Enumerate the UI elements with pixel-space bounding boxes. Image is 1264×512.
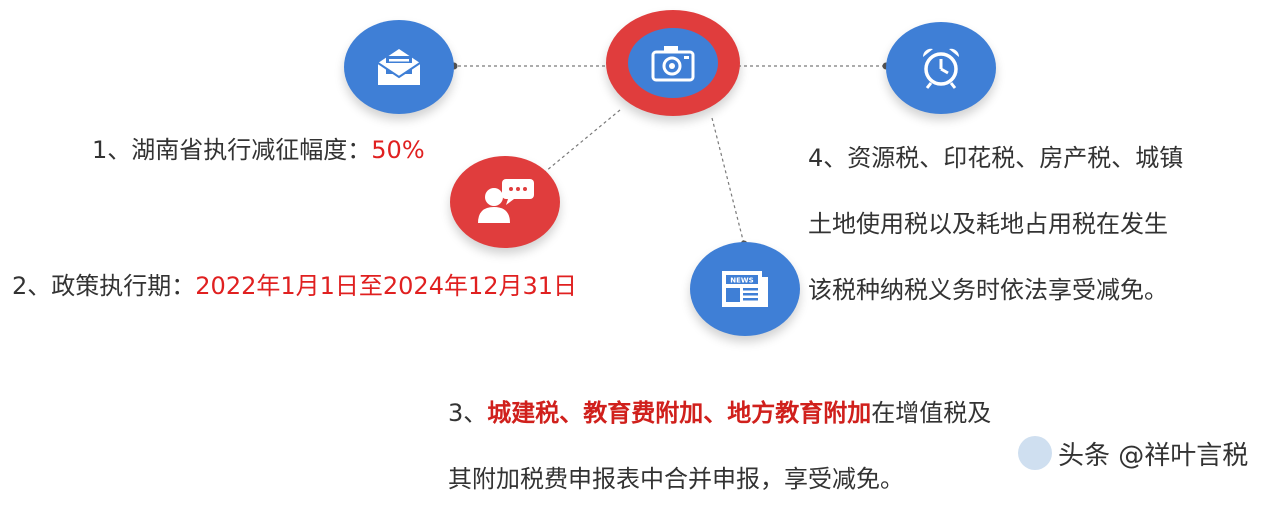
envelope-icon xyxy=(377,49,421,85)
item-3-highlight: 城建税、教育费附加、地方教育附加 xyxy=(487,399,872,427)
camera-icon xyxy=(651,46,695,82)
item-4-text: 4、资源税、印花税、房产税、城镇 土地使用税以及耗地占用税在发生 该税种纳税义务… xyxy=(808,125,1183,323)
alarm-clock-icon xyxy=(922,48,960,89)
item-2-value: 2022年1月1日至2024年12月31日 xyxy=(195,272,578,300)
center-node xyxy=(606,10,740,116)
item-3-line-2: 其附加税费申报表中合并申报，享受减免。 xyxy=(448,465,904,493)
svg-text:NEWS: NEWS xyxy=(730,277,753,285)
diagram: NEWS 1、湖南省执行减征幅度：50% 2、政策执行期：2022年1月1日至2… xyxy=(12,10,1264,493)
watermark-text: 头条 @祥叶言税 xyxy=(1058,440,1249,471)
envelope-node xyxy=(344,20,454,114)
watermark-logo-icon xyxy=(1018,436,1052,470)
chat-node xyxy=(450,156,560,248)
item-4-line-3: 该税种纳税义务时依法享受减免。 xyxy=(808,276,1168,304)
clock-node xyxy=(886,22,996,114)
item-3-text: 3、城建税、教育费附加、地方教育附加在增值税及 其附加税费申报表中合并申报，享受… xyxy=(448,380,991,512)
item-1-text: 1、湖南省执行减征幅度：50% xyxy=(92,130,425,165)
item-3-prefix: 3、 xyxy=(448,399,488,427)
chat-person-icon xyxy=(478,179,534,223)
item-3-rest: 在增值税及 xyxy=(871,399,992,427)
connector-news xyxy=(711,117,745,245)
center-inner-circle xyxy=(628,28,718,98)
newspaper-icon: NEWS xyxy=(722,271,768,307)
item-1-value: 50% xyxy=(371,136,425,164)
item-3-line-1: 3、城建税、教育费附加、地方教育附加在增值税及 xyxy=(448,380,991,446)
item-1-label: 1、湖南省执行减征幅度： xyxy=(92,136,372,164)
item-4-line-2: 土地使用税以及耗地占用税在发生 xyxy=(808,210,1168,238)
item-4-line-1: 4、资源税、印花税、房产税、城镇 xyxy=(808,144,1184,172)
item-2-text: 2、政策执行期：2022年1月1日至2024年12月31日 xyxy=(12,266,577,301)
item-2-label: 2、政策执行期： xyxy=(12,272,196,300)
watermark: 头条 @祥叶言税 xyxy=(1018,428,1264,478)
connector-chat xyxy=(539,109,621,177)
news-node: NEWS xyxy=(690,242,800,336)
